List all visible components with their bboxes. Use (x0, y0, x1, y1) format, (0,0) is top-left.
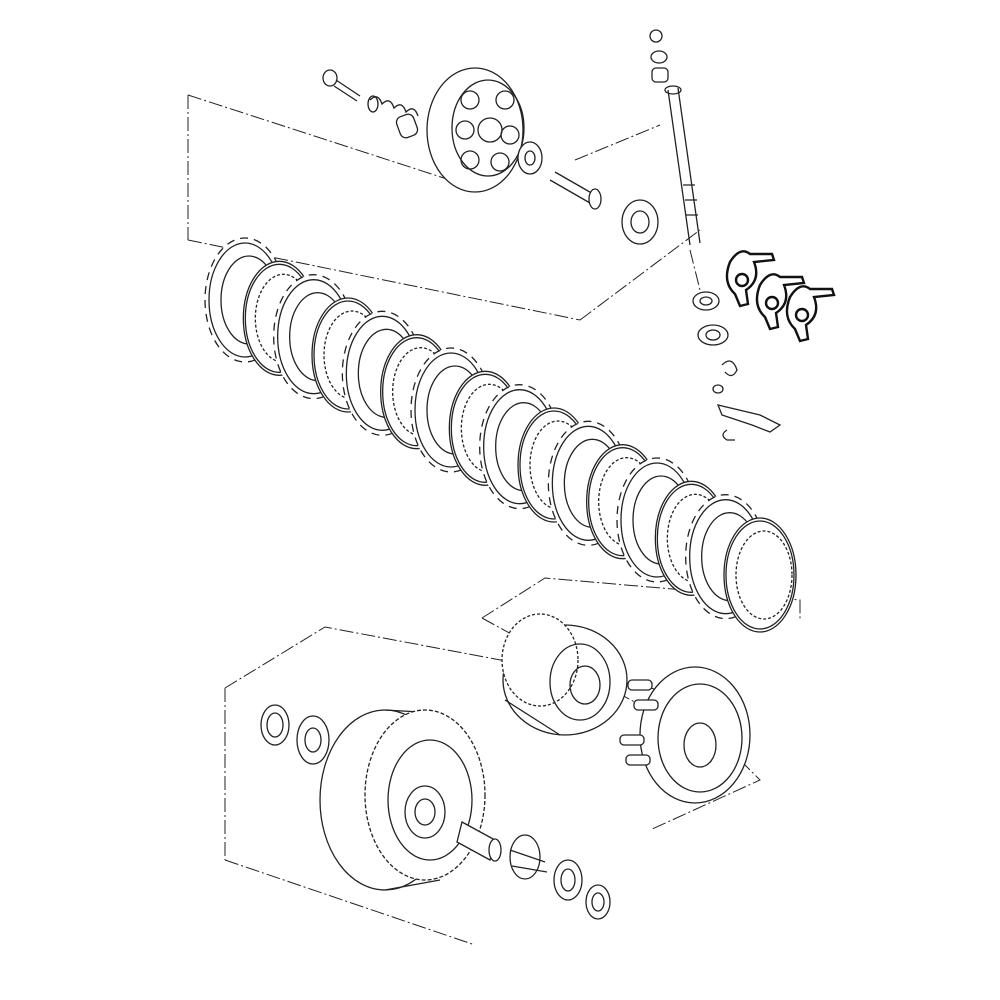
clutch-plate-stack (204, 237, 797, 633)
needle-bearing-upper (692, 291, 729, 346)
guide-frame-bottom (224, 249, 761, 946)
hub-nut (621, 199, 659, 245)
pressure-plate (426, 67, 525, 193)
clutch-housing (319, 709, 486, 891)
spring-seat (395, 113, 419, 139)
push-rod (549, 171, 602, 210)
washers-lower (553, 859, 611, 920)
clutch-inner-hub (501, 613, 628, 736)
highlighted-release-levers (725, 250, 836, 343)
clutch-bolt (322, 69, 361, 102)
needle-bearing-lower (509, 834, 548, 880)
steel-plate (723, 517, 797, 633)
housing-sleeve (456, 821, 502, 862)
guide-frame-top (187, 94, 701, 321)
clutch-boss-plate (619, 666, 751, 804)
release-bearing (517, 141, 543, 175)
release-shaft (649, 29, 701, 246)
return-spring-and-arm (712, 360, 782, 441)
clutch-spring (367, 95, 419, 117)
thrust-washer-left (260, 704, 330, 765)
